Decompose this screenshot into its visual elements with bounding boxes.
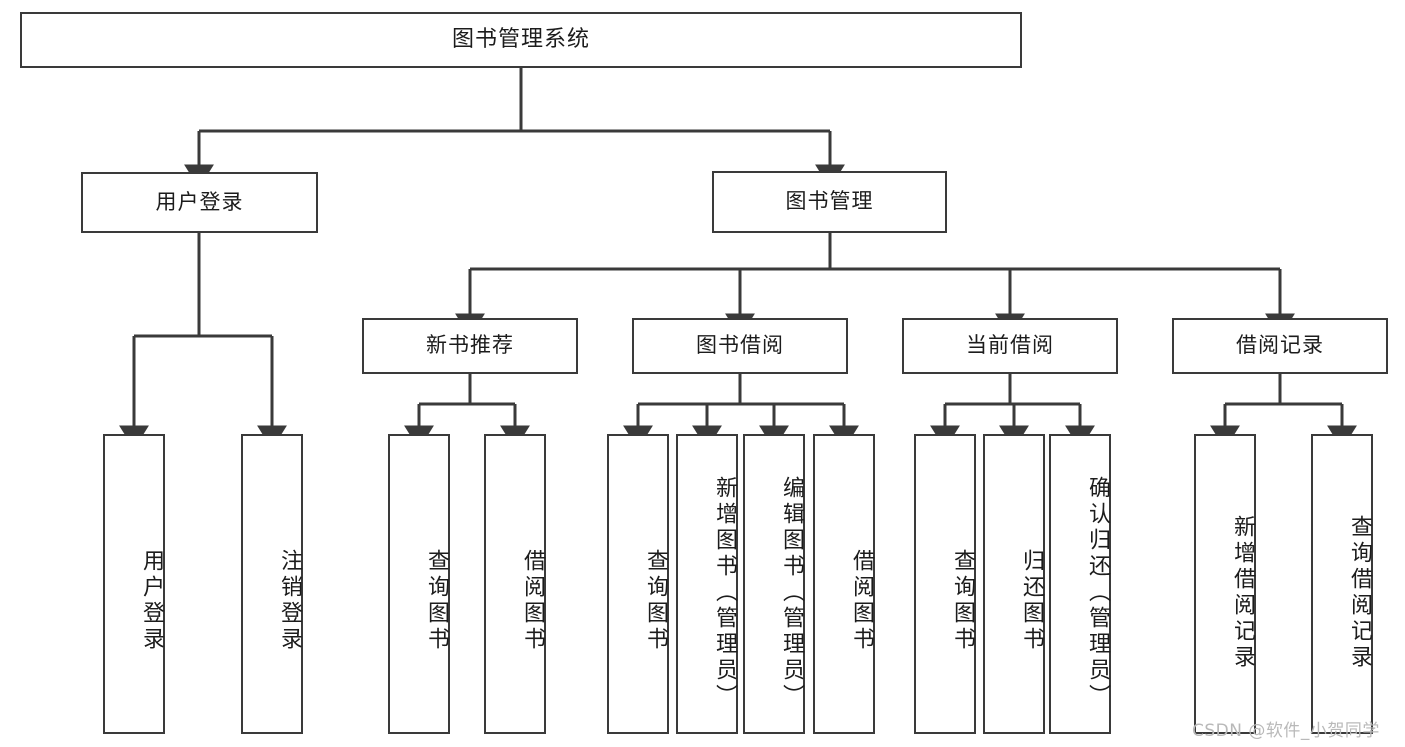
node-root-book-management-system[interactable]: 图书管理系统 bbox=[20, 12, 1022, 68]
leaf-user-login-logout[interactable]: 注销登录 bbox=[241, 434, 303, 734]
leaf-book-borrow-add-book-admin[interactable]: 新增图书（管理员） bbox=[676, 434, 738, 734]
leaf-borrow-record-query-record[interactable]: 查询借阅记录 bbox=[1311, 434, 1373, 734]
leaf-borrow-record-add-record[interactable]: 新增借阅记录 bbox=[1194, 434, 1256, 734]
node-current-borrowing[interactable]: 当前借阅 bbox=[902, 318, 1118, 374]
leaf-current-borrow-confirm-return-admin[interactable]: 确认归还（管理员） bbox=[1049, 434, 1111, 734]
leaf-book-borrow-edit-book-admin[interactable]: 编辑图书（管理员） bbox=[743, 434, 805, 734]
node-book-management[interactable]: 图书管理 bbox=[712, 171, 947, 233]
csdn-watermark: CSDN @软件_小贺同学 bbox=[1192, 721, 1380, 741]
node-new-book-recommendation[interactable]: 新书推荐 bbox=[362, 318, 578, 374]
leaf-book-borrow-borrow-books[interactable]: 借阅图书 bbox=[813, 434, 875, 734]
node-book-borrowing[interactable]: 图书借阅 bbox=[632, 318, 848, 374]
node-user-login[interactable]: 用户登录 bbox=[81, 172, 318, 233]
leaf-new-book-borrow-books[interactable]: 借阅图书 bbox=[484, 434, 546, 734]
leaf-book-borrow-query-books[interactable]: 查询图书 bbox=[607, 434, 669, 734]
leaf-user-login-login[interactable]: 用户登录 bbox=[103, 434, 165, 734]
leaf-current-borrow-query-books[interactable]: 查询图书 bbox=[914, 434, 976, 734]
leaf-new-book-query-books[interactable]: 查询图书 bbox=[388, 434, 450, 734]
leaf-current-borrow-return-books[interactable]: 归还图书 bbox=[983, 434, 1045, 734]
node-borrow-record[interactable]: 借阅记录 bbox=[1172, 318, 1388, 374]
